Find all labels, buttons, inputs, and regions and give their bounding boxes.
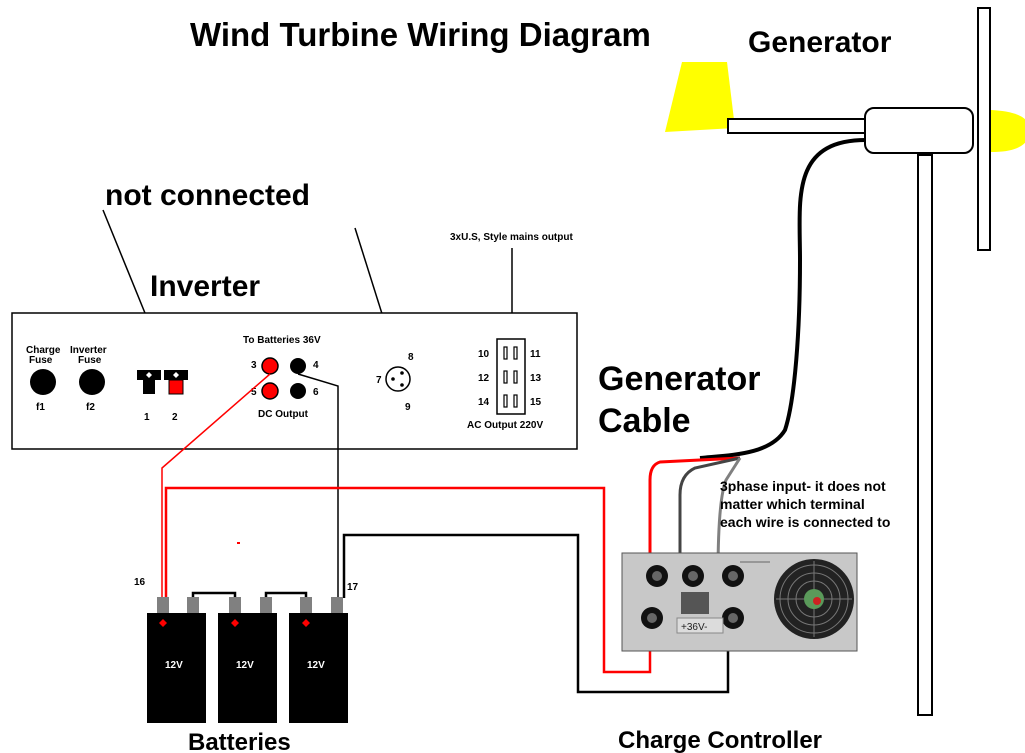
battery-post (300, 597, 312, 614)
charge-controller-label: Charge Controller (618, 727, 822, 753)
inverter-panel (11, 312, 578, 450)
terminal-block-2 (164, 370, 188, 395)
terminal-4-label: 4 (313, 360, 319, 371)
ac-11-label: 11 (530, 349, 541, 360)
inverter-fuse-label-line2: Fuse (78, 355, 102, 366)
battery-post (260, 597, 272, 614)
terminal-3-label: 3 (251, 360, 257, 371)
ac-outlet-strip (496, 338, 526, 415)
ac-outlet-slots (503, 346, 518, 408)
fuse-f2-label: f2 (86, 402, 95, 413)
controller-voltage-label: +36V- (681, 622, 707, 633)
socket-7-label: 7 (376, 375, 382, 386)
phase-wire-black (678, 456, 741, 570)
generator-cable (699, 138, 867, 460)
battery-jumper-1 (191, 591, 237, 597)
batteries-label: Batteries (188, 729, 291, 753)
ac-output-label: AC Output 220V (467, 420, 543, 431)
wind-turbine (665, 7, 1025, 716)
socket-9-label: 9 (405, 402, 411, 413)
socket-pin-9 (400, 383, 404, 387)
controller-voltage-plate (676, 617, 724, 634)
phase-wire-red (648, 456, 741, 570)
battery-post (229, 597, 241, 614)
turbine-hub-plate (977, 7, 991, 251)
turbine-blade-left (665, 62, 735, 132)
charge-fuse (30, 369, 56, 395)
generator-label: Generator (748, 26, 892, 59)
battery-cell-3-voltage: 12V (307, 660, 325, 671)
dc-terminal-3 (261, 357, 279, 375)
terminal-1-label: 1 (144, 412, 150, 423)
battery-cell-2 (218, 613, 277, 723)
phase-note-line2: matter which terminal (720, 496, 865, 512)
stray-red-dot (237, 542, 240, 544)
battery-cell-2-voltage: 12V (236, 660, 254, 671)
terminal-5-label: 5 (251, 387, 257, 398)
generator-cable-label-line1: Generator (598, 360, 761, 398)
to-batteries-label: To Batteries 36V (243, 335, 321, 346)
ac-13-label: 13 (530, 373, 542, 384)
wire-inverter-positive (161, 373, 271, 598)
wire-inverter-negative (297, 373, 339, 598)
battery-jumper-2 (264, 591, 308, 597)
turbine-tower (917, 154, 933, 716)
dc-terminal-5 (261, 382, 279, 400)
turbine-shaft (727, 118, 869, 134)
round-socket (385, 366, 411, 392)
terminal-6-label: 6 (313, 387, 319, 398)
battery-post (187, 597, 199, 614)
charge-controller: +36V- (621, 552, 858, 652)
diagram-title: Wind Turbine Wiring Diagram (190, 16, 651, 53)
ac-15-label: 15 (530, 397, 542, 408)
battery-positive-mark (231, 619, 239, 627)
socket-8-label: 8 (408, 352, 414, 363)
inverter-label: Inverter (150, 270, 260, 303)
not-connected-label: not connected (105, 179, 310, 212)
charge-fuse-label-line2: Fuse (29, 355, 53, 366)
phase-note-line1: 3phase input- it does not (720, 478, 886, 494)
battery-terminal-16-label: 16 (134, 577, 146, 588)
mains-output-label: 3xU.S, Style mains output (450, 232, 573, 243)
terminal-2-label: 2 (172, 412, 178, 423)
dc-output-label: DC Output (258, 409, 309, 420)
dc-terminal-4 (290, 358, 306, 374)
battery-bank: 12V 12V 12V (147, 591, 348, 723)
battery-post (331, 597, 343, 614)
battery-positive-mark (159, 619, 167, 627)
controller-sticker (681, 592, 709, 614)
socket-pin-8 (400, 371, 404, 375)
inverter-fuse (79, 369, 105, 395)
dc-terminal-6 (290, 383, 306, 399)
charge-fuse-label-line1: Charge (26, 345, 61, 356)
battery-cell-1-voltage: 12V (165, 660, 183, 671)
generator-housing (864, 107, 974, 154)
ac-12-label: 12 (478, 373, 490, 384)
fuse-f1-label: f1 (36, 402, 45, 413)
socket-pin-7 (391, 377, 395, 381)
ac-10-label: 10 (478, 349, 490, 360)
battery-positive-mark (302, 619, 310, 627)
ac-14-label: 14 (478, 397, 490, 408)
terminal-block-1 (137, 370, 161, 394)
battery-post (157, 597, 169, 614)
inverter-fuse-label-line1: Inverter (70, 345, 107, 356)
wire-controller-positive (164, 486, 652, 674)
generator-cable-label-line2: Cable (598, 402, 691, 440)
turbine-blade-right (991, 110, 1025, 152)
battery-cell-1 (147, 613, 206, 723)
wire-controller-negative (342, 533, 730, 694)
phase-note-line3: each wire is connected to (720, 514, 890, 530)
battery-terminal-17-label: 17 (347, 582, 359, 593)
battery-cell-3 (289, 613, 348, 723)
